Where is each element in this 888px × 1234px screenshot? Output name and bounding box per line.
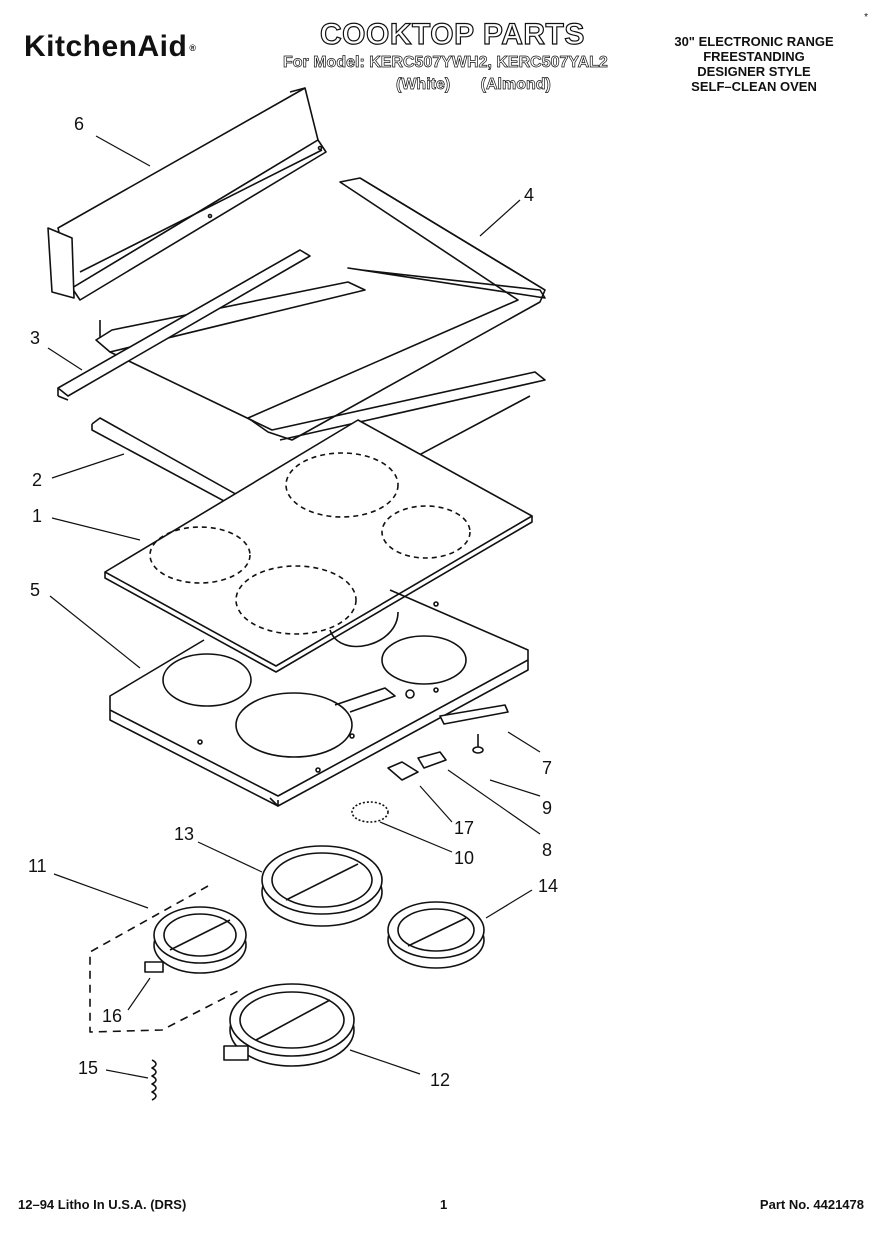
page-number: 1 (440, 1197, 448, 1212)
callout-17: 17 (454, 818, 475, 838)
part-12-element (223, 983, 355, 1067)
part-8-clip (417, 751, 447, 769)
brand-logo: KitchenAid® (24, 30, 197, 63)
part-5-burner-box (109, 589, 529, 807)
callout-12: 12 (430, 1070, 451, 1090)
callout-3: 3 (30, 328, 41, 348)
desc-line-1: 30" ELECTRONIC RANGE (674, 34, 834, 49)
part-7-bracket (439, 704, 509, 725)
callout-5: 5 (30, 580, 41, 600)
part-9-screw (472, 734, 484, 754)
color-almond: (Almond) (480, 76, 551, 94)
part-3-side-strip (57, 249, 311, 401)
leader-lines (47, 135, 541, 1079)
desc-line-2: FREESTANDING (703, 49, 805, 64)
brand-name: KitchenAid (24, 30, 188, 63)
part-6-rear-trim (47, 87, 327, 301)
page-title: COOKTOP PARTS (319, 17, 585, 51)
desc-line-3: DESIGNER STYLE (697, 64, 811, 79)
part-14-element (387, 901, 485, 969)
callout-13: 13 (174, 824, 195, 844)
part-13-element (261, 845, 383, 927)
callout-8: 8 (542, 840, 553, 860)
part-11-element (144, 906, 247, 974)
footer-litho: 12–94 Litho In U.S.A. (DRS) (18, 1197, 187, 1212)
callout-14: 14 (538, 876, 559, 896)
callout-9: 9 (542, 798, 553, 818)
product-description: 30" ELECTRONIC RANGE FREESTANDING DESIGN… (644, 34, 864, 94)
part-1-glass-cooktop (104, 419, 533, 673)
callout-2: 2 (32, 470, 43, 490)
part-number: Part No. 4421478 (759, 1197, 864, 1212)
model-line: For Model: KERC507YWH2, KERC507YAL2 (283, 54, 609, 72)
callout-10: 10 (454, 848, 475, 868)
part-10-clip (351, 801, 389, 823)
callout-16: 16 (102, 1006, 123, 1026)
callout-6: 6 (74, 114, 85, 134)
color-variants: (White) (Almond) (396, 76, 552, 94)
desc-line-4: SELF–CLEAN OVEN (691, 79, 817, 94)
asterisk-mark: * (864, 12, 868, 23)
callout-4: 4 (524, 185, 535, 205)
callout-7: 7 (542, 758, 553, 778)
color-white: (White) (396, 76, 451, 94)
part-15-spring (151, 1059, 157, 1101)
callout-1: 1 (32, 506, 43, 526)
part-17-clip (387, 761, 419, 781)
callout-11: 11 (28, 856, 47, 876)
part-11-group-outline (89, 885, 241, 1033)
callout-15: 15 (78, 1058, 99, 1078)
